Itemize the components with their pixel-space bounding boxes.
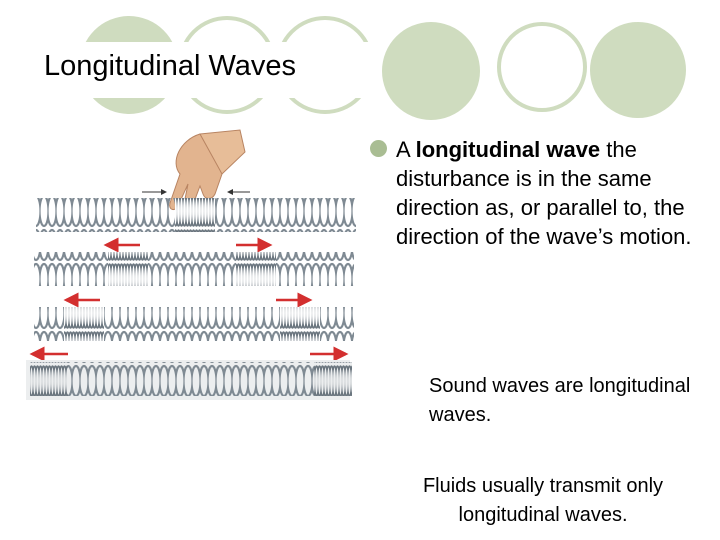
bullet-rest: the disturbance is in the same direction…: [396, 137, 692, 249]
slide-title: Longitudinal Waves: [44, 50, 297, 82]
main-bullet: A longitudinal wave the disturbance is i…: [370, 135, 710, 251]
spring-1: [36, 198, 356, 232]
bullet-lead: A: [396, 137, 410, 162]
bullet-icon: [370, 140, 387, 157]
note-fluids: Fluids usually transmit only longitudina…: [422, 475, 664, 526]
bullet-term: longitudinal wave: [415, 137, 601, 162]
decor-circle-3: [590, 22, 686, 118]
longitudinal-wave-figure: [26, 129, 356, 400]
title-bar: [0, 42, 378, 98]
decor-circle-2: [382, 22, 480, 120]
decor-ring-3: [497, 22, 587, 112]
hand-icon: [169, 129, 246, 211]
spring-3: [34, 292, 354, 341]
note-sound-waves: Sound waves are longitudinal waves.: [429, 375, 691, 426]
bullet-text: A longitudinal wave the disturbance is i…: [396, 135, 710, 251]
spring-2: [34, 237, 354, 286]
spring-4: [26, 346, 352, 400]
